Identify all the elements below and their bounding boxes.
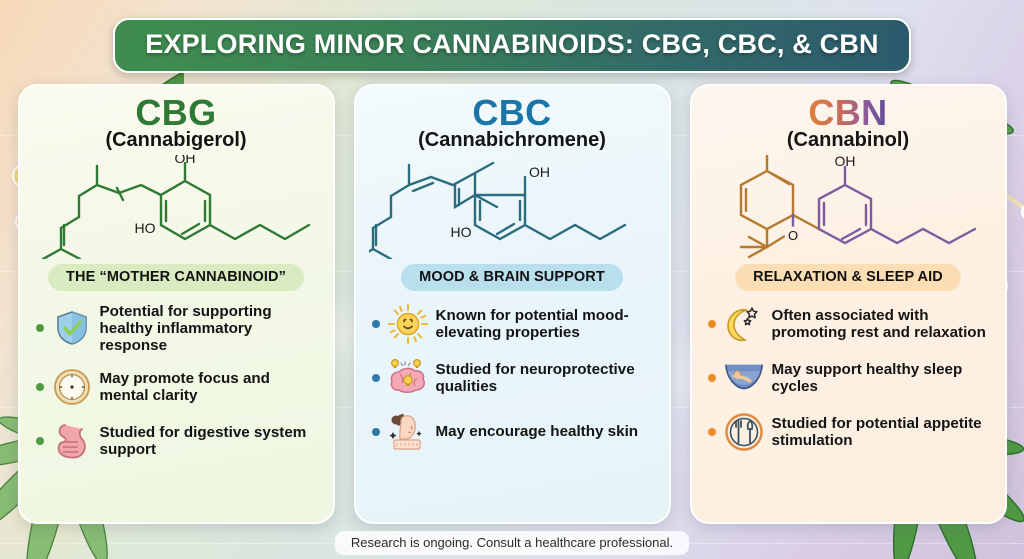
- bullet-dot-icon: [707, 373, 716, 382]
- card-badge: THE “MOTHER CANNABINOID”: [48, 263, 304, 291]
- benefit-list-cbn: Often associated with promoting rest and…: [702, 303, 995, 453]
- cannabinoid-card-cbn[interactable]: CBN (Cannabinol): [689, 84, 1007, 524]
- cannabinoid-card-cbc[interactable]: CBC (Cannabichromene): [353, 84, 671, 524]
- molecule-label-o: O: [788, 228, 798, 243]
- bullet-dot-icon: [35, 437, 44, 446]
- fork-knife-plate-icon: [723, 411, 765, 453]
- cbg-skeletal-formula-icon: OH HO: [41, 155, 311, 259]
- page-title: EXPLORING MINOR CANNABINOIDS: CBG, CBC, …: [145, 29, 879, 59]
- list-item-label: May support healthy sleep cycles: [771, 360, 963, 395]
- card-badge: RELAXATION & SLEEP AID: [735, 263, 961, 291]
- molecule-label-ho: HO: [451, 224, 472, 240]
- disclaimer-text: Research is ongoing. Consult a healthcar…: [334, 531, 690, 555]
- card-full-name: (Cannabinol): [786, 128, 910, 151]
- molecule-label-ho: HO: [135, 220, 156, 236]
- list-item[interactable]: Potential for supporting healthy inflamm…: [32, 303, 319, 355]
- list-item-label: Studied for neuroprotective qualities: [435, 360, 635, 395]
- list-item-label: Often associated with promoting rest and…: [771, 306, 986, 341]
- hammock-icon: [723, 357, 765, 399]
- list-item[interactable]: May support healthy sleep cycles: [704, 357, 991, 399]
- list-item[interactable]: May encourage healthy skin: [368, 411, 655, 453]
- molecule-label-oh: OH: [529, 164, 550, 180]
- bullet-dot-icon: [35, 324, 44, 333]
- skin-face-icon: [387, 411, 429, 453]
- smiling-sun-icon: [387, 303, 429, 345]
- bullet-dot-icon: [707, 319, 716, 328]
- card-abbreviation: CBC: [472, 92, 552, 133]
- list-item[interactable]: Known for potential mood-elevating prope…: [368, 303, 655, 345]
- molecule-label-oh: OH: [175, 155, 196, 166]
- list-item[interactable]: Studied for neuroprotective qualities: [368, 357, 655, 399]
- molecule-label-oh: OH: [835, 155, 856, 169]
- cannabinoid-card-list: CBG (Cannabigerol) OH HO: [0, 84, 1024, 524]
- list-item[interactable]: Often associated with promoting rest and…: [704, 303, 991, 345]
- brain-lightbulb-icon: [387, 357, 429, 399]
- crescent-moon-stars-icon: [723, 303, 765, 345]
- list-item-label: May encourage healthy skin: [435, 423, 639, 441]
- list-item[interactable]: May promote focus and mental clarity: [32, 366, 319, 408]
- list-item-label: Known for potential mood-elevating prope…: [435, 306, 629, 341]
- card-abbreviation: CBG: [135, 92, 217, 133]
- benefit-list-cbc: Known for potential mood-elevating prope…: [366, 303, 659, 453]
- bullet-dot-icon: [371, 373, 380, 382]
- cbn-skeletal-formula-icon: O OH: [739, 154, 977, 258]
- molecule-structure-cbn: O OH: [705, 154, 991, 259]
- card-badge: MOOD & BRAIN SUPPORT: [401, 263, 623, 291]
- intestine-icon: [51, 420, 93, 462]
- list-item-label: Studied for potential appetite stimulati…: [771, 414, 982, 449]
- benefit-list-cbg: Potential for supporting healthy inflamm…: [30, 303, 323, 463]
- bullet-dot-icon: [35, 383, 44, 392]
- cbc-skeletal-formula-icon: OH HO: [369, 161, 627, 259]
- molecule-structure-cbc: OH HO: [369, 155, 655, 259]
- card-full-name: (Cannabichromene): [418, 128, 606, 151]
- list-item-label: Studied for digestive system support: [99, 424, 307, 459]
- bullet-dot-icon: [371, 319, 380, 328]
- header-banner: EXPLORING MINOR CANNABINOIDS: CBG, CBC, …: [0, 18, 1024, 73]
- shield-check-icon: [51, 307, 93, 349]
- card-full-name: (Cannabigerol): [105, 128, 247, 151]
- cannabinoid-card-cbg[interactable]: CBG (Cannabigerol) OH HO: [17, 84, 335, 524]
- banner-pill: EXPLORING MINOR CANNABINOIDS: CBG, CBC, …: [113, 18, 911, 73]
- bullet-dot-icon: [371, 427, 380, 436]
- list-item-label: Potential for supporting healthy inflamm…: [99, 302, 272, 355]
- footer: Research is ongoing. Consult a healthcar…: [0, 531, 1024, 555]
- bullet-dot-icon: [707, 427, 716, 436]
- card-abbreviation: CBN: [808, 92, 888, 133]
- list-item-label: May promote focus and mental clarity: [99, 370, 270, 405]
- molecule-structure-cbg: OH HO: [33, 155, 319, 259]
- compass-icon: [51, 366, 93, 408]
- list-item[interactable]: Studied for digestive system support: [32, 420, 319, 462]
- list-item[interactable]: Studied for potential appetite stimulati…: [704, 411, 991, 453]
